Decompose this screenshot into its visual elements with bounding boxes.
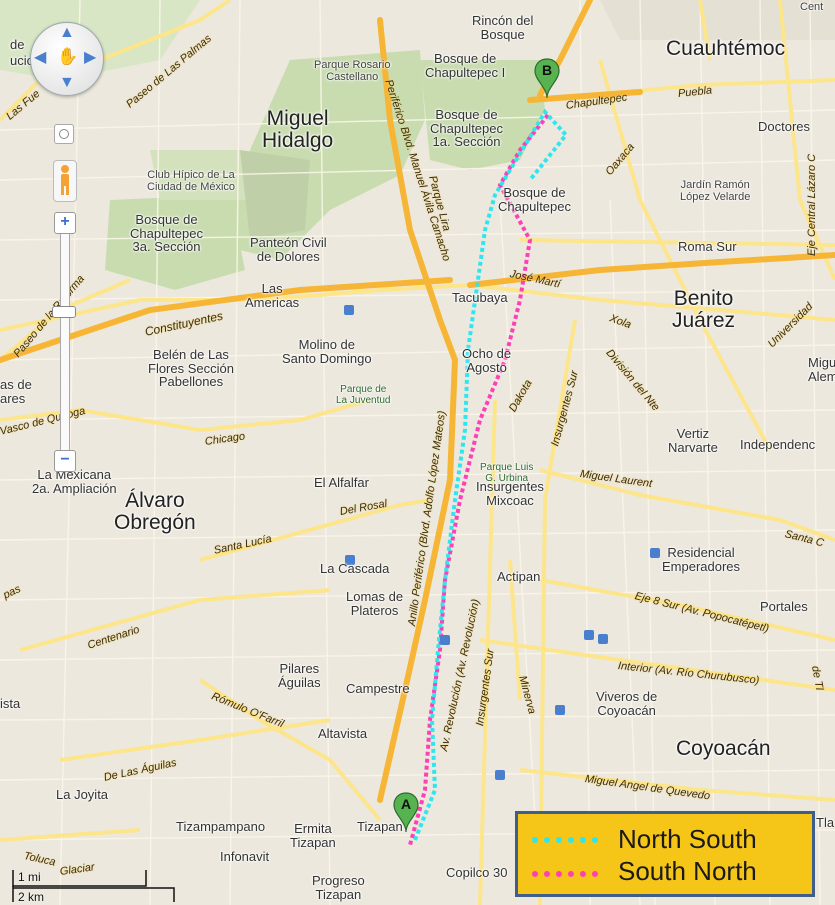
label-ucio: ucio (10, 53, 34, 68)
route-south-north-line (408, 113, 550, 846)
marker-a[interactable]: A (393, 792, 419, 833)
zoom-out-button[interactable]: − (54, 450, 76, 472)
road-periferico (377, 17, 459, 803)
zoom-in-button[interactable]: + (54, 212, 76, 234)
label-tacubaya: Tacubaya (452, 290, 508, 305)
label-tizampampano: Tizampampano (176, 819, 266, 834)
pegman-icon (61, 165, 69, 195)
label-cent: Cent (800, 1, 824, 13)
label-portales: Portales (760, 599, 808, 614)
label-la-joyita: La Joyita (56, 787, 109, 802)
park-right-top (600, 0, 835, 40)
park-panteon (240, 150, 310, 240)
label-independencia: Independenc (740, 437, 816, 452)
pan-left-icon[interactable]: ◀ (34, 49, 47, 66)
label-infonavit: Infonavit (220, 849, 270, 864)
marker-a-icon (393, 792, 419, 833)
scale-metric: 2 km (18, 890, 45, 904)
label-la-cascada: La Cascada (320, 561, 390, 576)
label-copilco: Copilco 30 (446, 865, 508, 880)
route-legend: North South South North (515, 811, 815, 897)
marker-b-icon (534, 58, 560, 99)
label-doctores: Doctores (758, 119, 811, 134)
scale-bar-lines (12, 870, 175, 902)
label-altavista: Altavista (318, 726, 368, 741)
label-campestre: Campestre (346, 681, 410, 696)
label-tla: Tla (816, 815, 835, 830)
pan-up-icon[interactable]: ▲ (59, 24, 75, 41)
zoom-slider-track[interactable] (60, 232, 70, 470)
pan-control-icon: ✋ (57, 47, 79, 66)
legend-label-south-north: South North (618, 856, 757, 886)
legend-item-north-south (532, 826, 598, 854)
label-ista: ista (0, 696, 21, 711)
scale-imperial: 1 mi (18, 870, 41, 884)
road-viaducto (467, 252, 835, 288)
reset-view-button[interactable] (54, 124, 74, 144)
park-bosque-chapultepec (420, 60, 545, 170)
route-north-south-line (413, 108, 569, 841)
marker-a-letter: A (400, 796, 412, 812)
legend-label-north-south: North South (618, 824, 757, 854)
label-eje-central: Eje Central Lázaro C (806, 153, 818, 256)
road-chapultepec (527, 89, 643, 103)
label-actipan: Actipan (497, 569, 541, 584)
scale-bar: 1 mi 2 km (12, 868, 182, 904)
marker-b-letter: B (541, 62, 553, 78)
road-constituyentes (0, 277, 453, 363)
legend-swatch-south-north (532, 871, 598, 877)
label-miguel-edge: MiguAlema (808, 355, 835, 384)
pan-control[interactable]: ▲ ▼ ◀ ▶ ✋ (30, 22, 104, 96)
pan-down-icon[interactable]: ▼ (59, 74, 75, 91)
marker-b[interactable]: B (534, 58, 560, 99)
label-tizapan: Tizapan (357, 819, 403, 834)
label-el-alfalfar: El Alfalfar (314, 475, 369, 490)
legend-item-south-north (532, 860, 598, 888)
pan-right-icon[interactable]: ▶ (84, 49, 97, 66)
label-coyoacan: Coyoacán (676, 737, 771, 760)
zoom-slider-handle[interactable] (52, 306, 76, 318)
legend-swatch-north-south (532, 837, 598, 843)
pegman-control[interactable] (53, 160, 77, 202)
label-cuauhtemoc: Cuauhtémoc (666, 37, 786, 60)
park-bosque-3a (105, 195, 245, 290)
label-roma-sur: Roma Sur (678, 239, 737, 254)
label-de-edge: de (10, 37, 25, 52)
